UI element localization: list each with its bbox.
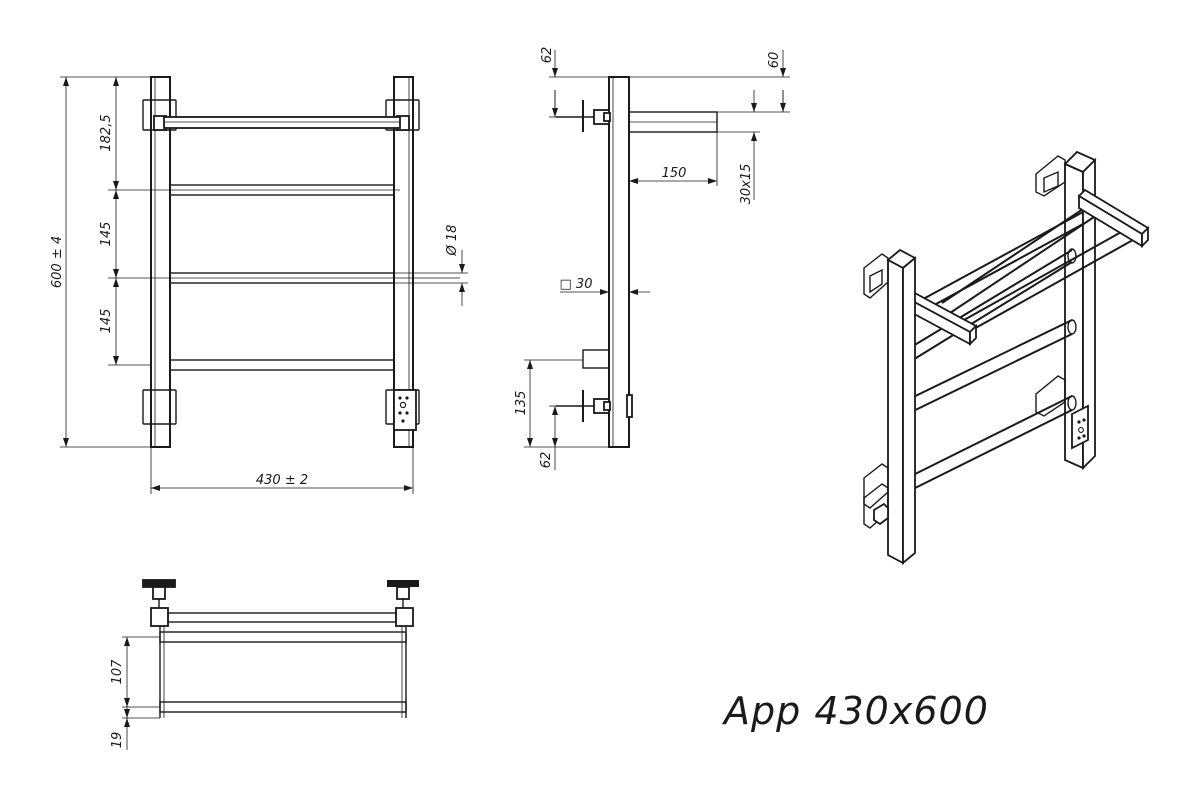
top-view-rail-2 xyxy=(159,631,407,643)
bottom-height-dimension: 135 xyxy=(514,391,529,416)
width-dimension: 430 ± 2 xyxy=(256,473,308,488)
top-view-rail-3 xyxy=(159,701,407,713)
side-view: 62 60 30x15 150 □ 30 135 62 xyxy=(514,47,790,470)
top-rail xyxy=(163,116,401,129)
rail-3 xyxy=(169,359,395,371)
side-post xyxy=(608,76,630,448)
spacing-2-dimension: 145 xyxy=(99,309,114,334)
model-title: App 430x600 xyxy=(721,689,989,733)
spacing-1-dimension: 145 xyxy=(99,222,114,247)
top-view: 107 19 xyxy=(110,579,419,750)
right-post xyxy=(393,76,414,448)
height-dimension: 600 ± 4 xyxy=(50,236,65,288)
front-view: 600 ± 4 182,5 145 145 Ø 18 430 ± 2 xyxy=(50,76,468,494)
control-unit xyxy=(393,389,417,431)
top-offset-dimension: 182,5 xyxy=(99,114,114,151)
top-left-dimension: 62 xyxy=(540,47,555,64)
wall-gap-dimension: 19 xyxy=(110,732,125,749)
rail-spacing-dimension: 107 xyxy=(110,659,125,685)
top-right-dimension: 60 xyxy=(767,52,782,69)
tube-diameter-dimension: Ø 18 xyxy=(445,225,460,257)
left-post xyxy=(150,76,171,448)
post-profile-dimension: □ 30 xyxy=(560,277,593,292)
shelf-depth-dimension: 150 xyxy=(662,166,687,181)
bottom-offset-dimension: 62 xyxy=(539,452,554,469)
isometric-view xyxy=(863,150,1150,565)
top-view-rail-1 xyxy=(167,612,397,623)
shelf-profile-dimension: 30x15 xyxy=(739,164,754,205)
